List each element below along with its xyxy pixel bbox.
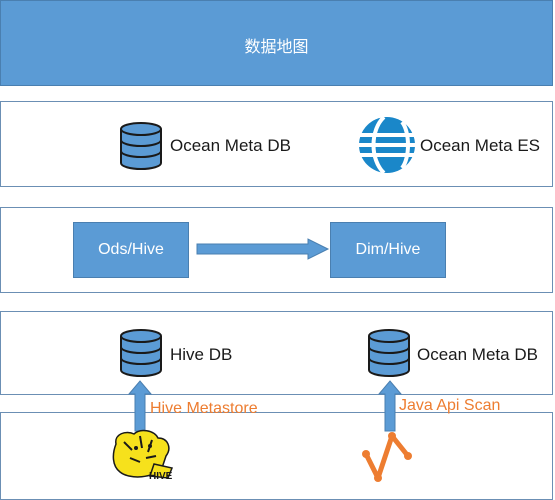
java-api-scan-icon [362,432,412,482]
collector-layer [0,412,553,500]
diagram-title: 数据地图 [244,39,309,56]
ods-hive-label: Ods/Hive [98,241,164,258]
storage-layer [0,311,553,395]
java-api-scan-label: Java Api Scan [399,397,501,414]
ocean-meta-es-label: Ocean Meta ES [420,136,541,155]
database-icon [120,122,162,170]
ocean-meta-db-storage-label: Ocean Meta DB [417,345,538,364]
meta-layer [0,101,553,187]
dim-hive-label: Dim/Hive [355,241,421,258]
database-icon [368,329,410,377]
database-icon [120,329,162,377]
up-arrow [378,380,402,432]
hive-logo-text: HIVE [149,471,173,482]
hive-logo-icon [112,429,174,479]
hive-metastore-label: Hive Metastore [150,400,258,417]
up-arrow [128,380,152,432]
dim-hive-box: Dim/Hive [330,222,446,278]
hive-db-label: Hive DB [170,345,233,364]
title-layer: 数据地图 [0,0,553,86]
ocean-meta-db-label: Ocean Meta DB [170,136,291,155]
ods-hive-box: Ods/Hive [73,222,189,278]
elasticsearch-globe-icon [359,116,415,174]
flow-arrow [196,238,330,260]
